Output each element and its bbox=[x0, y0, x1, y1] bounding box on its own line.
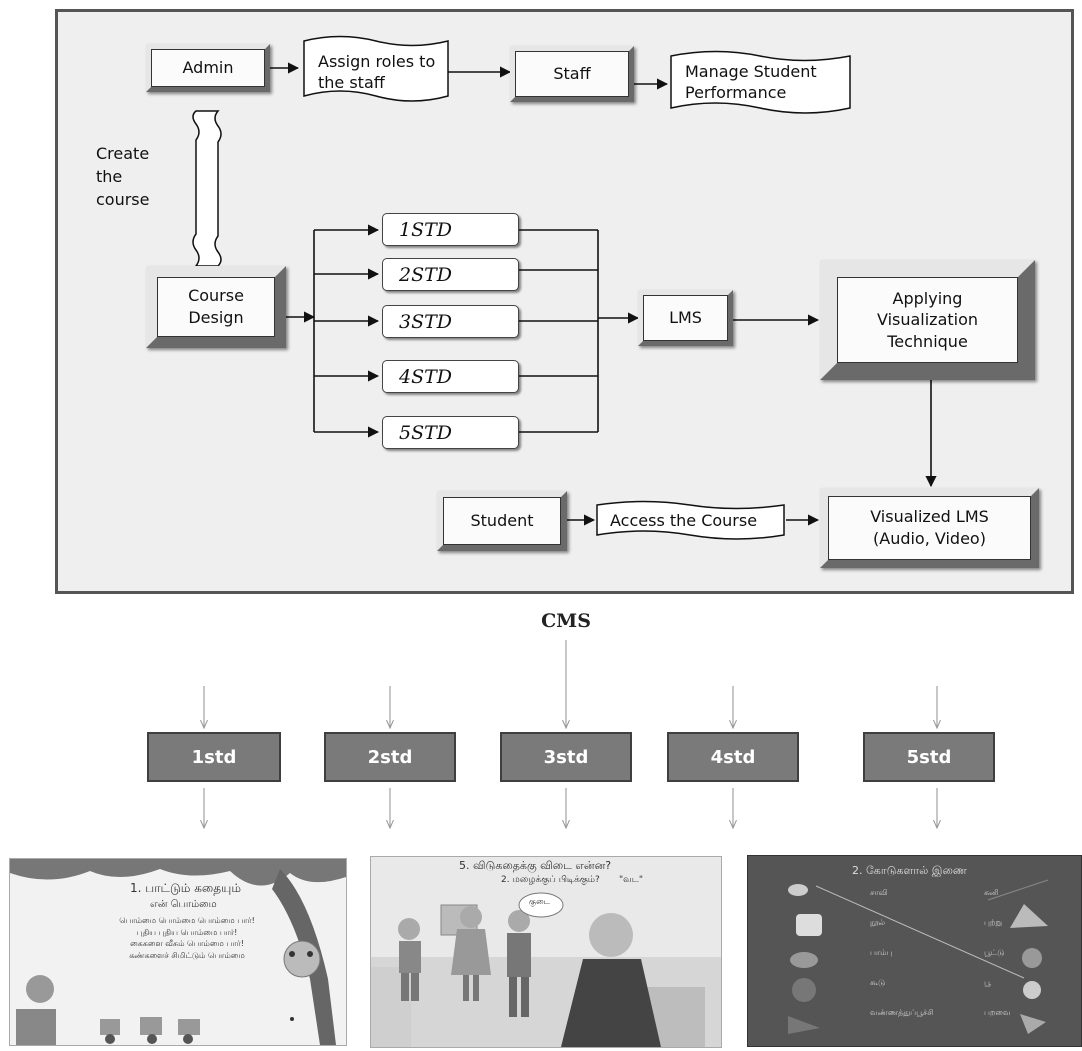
create-course-scroll bbox=[192, 110, 222, 267]
manage-performance-text: Manage Student Performance bbox=[685, 62, 817, 104]
create-line-2: the bbox=[96, 167, 123, 187]
right-right-word-5: பறவை bbox=[984, 1008, 1011, 1017]
right-screen-illustration bbox=[788, 879, 1049, 1034]
std-box-2: 2STD bbox=[382, 258, 519, 291]
right-left-word-4: கூடு bbox=[870, 978, 886, 987]
lms-box: LMS bbox=[638, 290, 733, 346]
left-subheading: என் பொம்மை bbox=[150, 899, 217, 910]
lms-label: LMS bbox=[643, 295, 728, 341]
lesson-screen-middle: 5. விடுகதைக்கு விடை என்ன? 2. மழைக்குப் ப… bbox=[370, 856, 722, 1048]
right-left-word-1: சாவி bbox=[870, 888, 888, 897]
left-poem-line-3: கைகளை வீசும் பொம்மை பார்! bbox=[130, 939, 244, 949]
visualized-label: Visualized LMS (Audio, Video) bbox=[828, 496, 1031, 560]
std-box-4: 4STD bbox=[382, 360, 519, 393]
course-design-line-1: Course bbox=[188, 286, 244, 306]
assign-line-2: the staff bbox=[318, 72, 385, 92]
std-box-3: 3STD bbox=[382, 305, 519, 338]
applying-line-3: Technique bbox=[887, 331, 968, 351]
access-course-banner bbox=[596, 500, 785, 540]
applying-visualization-box: Applying Visualization Technique bbox=[820, 260, 1035, 380]
manage-line-1: Manage Student bbox=[685, 62, 817, 81]
middle-heading: 5. விடுகதைக்கு விடை என்ன? bbox=[459, 859, 612, 872]
assign-roles-banner bbox=[303, 35, 449, 102]
right-left-words: சாவி நூல் பாம்பு கூடு வண்ணத்துப்பூச்சி bbox=[870, 878, 934, 1028]
create-line-3: course bbox=[96, 190, 150, 210]
middle-quote: "வட" bbox=[619, 875, 644, 885]
access-course-text: Access the Course bbox=[610, 511, 758, 530]
middle-screen-illustration bbox=[371, 892, 721, 1047]
right-left-word-2: நூல் bbox=[870, 918, 886, 927]
create-line-1: Create bbox=[96, 144, 150, 163]
lesson-screen-left: 1. பாட்டும் கதையும் என் பொம்மை பொம்மை பொ… bbox=[9, 858, 347, 1046]
student-box: Student bbox=[437, 491, 567, 551]
applying-line-2: Visualization bbox=[876, 310, 979, 330]
visualized-line-2: (Audio, Video) bbox=[873, 529, 986, 548]
cms-box-5std: 5std bbox=[863, 732, 995, 782]
lesson-screen-right: 2. கோடுகளால் இணை சாவி நூல் பாம்பு கூடு வ… bbox=[747, 855, 1082, 1047]
cms-box-4std: 4std bbox=[667, 732, 799, 782]
right-right-word-3: பூட்டு bbox=[984, 948, 1005, 957]
speech-bubble-text: குடை bbox=[529, 897, 550, 906]
std-box-5: 5STD bbox=[382, 416, 519, 449]
cms-box-1std: 1std bbox=[147, 732, 281, 782]
left-poem-line-2: புதிய புதிய பொம்மை பார்! bbox=[136, 927, 238, 937]
std-box-1: 1STD bbox=[382, 213, 519, 246]
admin-label: Admin bbox=[151, 49, 265, 87]
applying-label: Applying Visualization Technique bbox=[837, 277, 1018, 363]
staff-label: Staff bbox=[515, 51, 629, 97]
right-right-word-2: புற்று bbox=[984, 918, 1003, 927]
left-poem-line-1: பொம்மை பொம்மை பொம்மை பார்! bbox=[119, 916, 255, 925]
right-right-word-1: கனி bbox=[984, 888, 999, 897]
cms-box-2std: 2std bbox=[324, 732, 456, 782]
cms-box-3std: 3std bbox=[500, 732, 632, 782]
right-right-words: கனி புற்று பூட்டு பூ பறவை bbox=[984, 878, 1011, 1028]
right-left-word-5: வண்ணத்துப்பூச்சி bbox=[870, 1008, 934, 1017]
left-poem: பொம்மை பொம்மை பொம்மை பார்! புதிய புதிய ப… bbox=[102, 915, 272, 961]
course-design-line-2: Design bbox=[188, 308, 244, 327]
assign-roles-text: Assign roles to the staff bbox=[318, 52, 435, 94]
cms-title: CMS bbox=[541, 610, 591, 632]
middle-question: 2. மழைக்குப் பிடிக்கும்? bbox=[501, 875, 600, 885]
create-course-text: Create the course bbox=[96, 142, 150, 212]
admin-box: Admin bbox=[146, 44, 270, 92]
assign-line-1: Assign roles to bbox=[318, 52, 436, 71]
left-poem-line-4: கண்களைச் சிமிட்டும் பொம்மை bbox=[129, 950, 245, 960]
manage-line-2: Performance bbox=[685, 82, 787, 102]
visualized-lms-box: Visualized LMS (Audio, Video) bbox=[820, 488, 1039, 568]
left-screen-illustration bbox=[10, 859, 346, 1045]
right-heading: 2. கோடுகளால் இணை bbox=[852, 864, 967, 877]
right-right-word-4: பூ bbox=[984, 978, 991, 987]
visualized-line-1: Visualized LMS bbox=[870, 507, 989, 527]
manage-performance-banner bbox=[670, 50, 851, 114]
staff-box: Staff bbox=[510, 46, 634, 102]
left-heading: 1. பாட்டும் கதையும் bbox=[130, 881, 241, 895]
applying-line-1: Applying bbox=[892, 288, 963, 308]
student-label: Student bbox=[443, 497, 561, 545]
right-left-word-3: பாம்பு bbox=[870, 948, 893, 957]
